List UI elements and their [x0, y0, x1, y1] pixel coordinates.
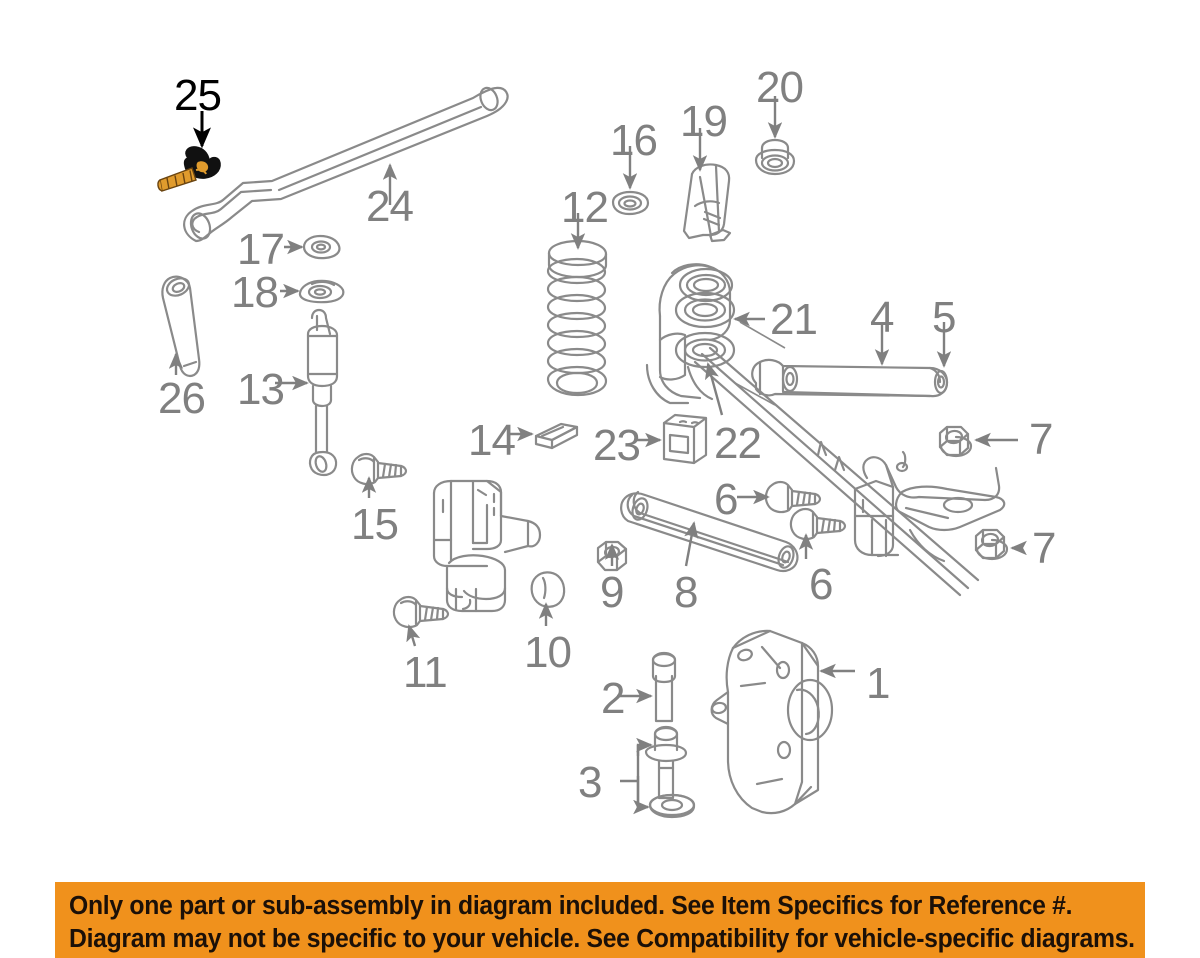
- callout-label-15: 15: [351, 500, 399, 549]
- callout-label-2: 2: [601, 674, 626, 723]
- part-cap-nut: [754, 138, 796, 176]
- part-bump-stop: [530, 571, 566, 608]
- part-stabilizer-bushing-lower: [298, 279, 345, 304]
- part-shock-bolt-upper: [350, 452, 408, 486]
- part-wheel-stud: [651, 651, 677, 723]
- disclaimer-line-1: Only one part or sub-assembly in diagram…: [69, 892, 1073, 920]
- part-control-arm: [620, 490, 799, 573]
- part-coil-spring: [546, 239, 608, 397]
- part-track-bar: [751, 358, 949, 398]
- callout-label-16: 16: [610, 116, 658, 165]
- part-shock-absorber: [306, 308, 339, 477]
- part-stud-upper: [644, 725, 688, 800]
- callout-label-13: 13: [237, 365, 285, 414]
- part-mounting-bracket: [432, 479, 542, 613]
- callout-label-5: 5: [932, 293, 957, 342]
- part-axle-nut-lower: [974, 528, 1009, 561]
- part-stabilizer-bar: [183, 86, 509, 243]
- callout-label-17: 17: [237, 225, 285, 274]
- callout-label-18: 18: [231, 268, 279, 317]
- part-spring-isolator: [611, 190, 650, 216]
- callout-label-1: 1: [866, 659, 891, 708]
- callout-label-9: 9: [600, 568, 625, 617]
- callout-label-6-upper: 6: [714, 475, 739, 524]
- leader-11: [406, 624, 421, 647]
- callout-label-3: 3: [578, 758, 603, 807]
- thin-pointers: [734, 321, 786, 406]
- callout-label-10: 10: [524, 628, 572, 677]
- part-bracket-bolt-lower: [392, 595, 450, 629]
- part-washer: [648, 793, 696, 819]
- part-axle-bracket: [853, 450, 1006, 563]
- callout-label-25: 25: [174, 71, 222, 120]
- callout-label-6-lower: 6: [809, 560, 834, 609]
- callout-label-7-upper: 7: [1029, 415, 1054, 464]
- leader-22: [704, 362, 724, 416]
- part-shock-mount-arm: [161, 275, 201, 378]
- callout-label-26: 26: [158, 374, 206, 423]
- part-steering-knuckle: [710, 629, 834, 815]
- callout-label-22: 22: [714, 419, 762, 468]
- callout-label-4: 4: [870, 293, 895, 342]
- callout-label-8: 8: [674, 568, 699, 617]
- part-jounce-bumper: [662, 413, 708, 465]
- leader-3a: [636, 737, 653, 756]
- callout-label-14: 14: [468, 416, 516, 465]
- disclaimer-line-2: Diagram may not be specific to your vehi…: [69, 925, 1135, 953]
- leader-3-bracket: [620, 745, 640, 807]
- part-axle-housing: [645, 263, 736, 405]
- disclaimer-banner: Only one part or sub-assembly in diagram…: [55, 882, 1145, 958]
- part-axle-nut-upper: [938, 425, 973, 458]
- part-control-arm-bolt-upper: [764, 480, 822, 514]
- callout-label-20: 20: [756, 63, 804, 112]
- part-shim: [534, 422, 579, 450]
- callout-label-19: 19: [680, 97, 728, 146]
- part-control-arm-bolt-lower: [789, 507, 847, 541]
- leader-3b: [633, 776, 650, 815]
- part-spring-retainer-bracket: [682, 163, 732, 243]
- callout-label-23: 23: [593, 421, 641, 470]
- leader-8: [684, 521, 699, 567]
- callout-label-11: 11: [403, 648, 448, 697]
- part-stabilizer-link-bolt-highlighted: [157, 146, 221, 192]
- callout-label-21: 21: [770, 295, 818, 344]
- part-stabilizer-bushing-upper: [302, 234, 341, 260]
- callout-label-7-lower: 7: [1032, 524, 1057, 573]
- callout-label-24: 24: [366, 182, 414, 231]
- callout-label-12: 12: [561, 183, 609, 232]
